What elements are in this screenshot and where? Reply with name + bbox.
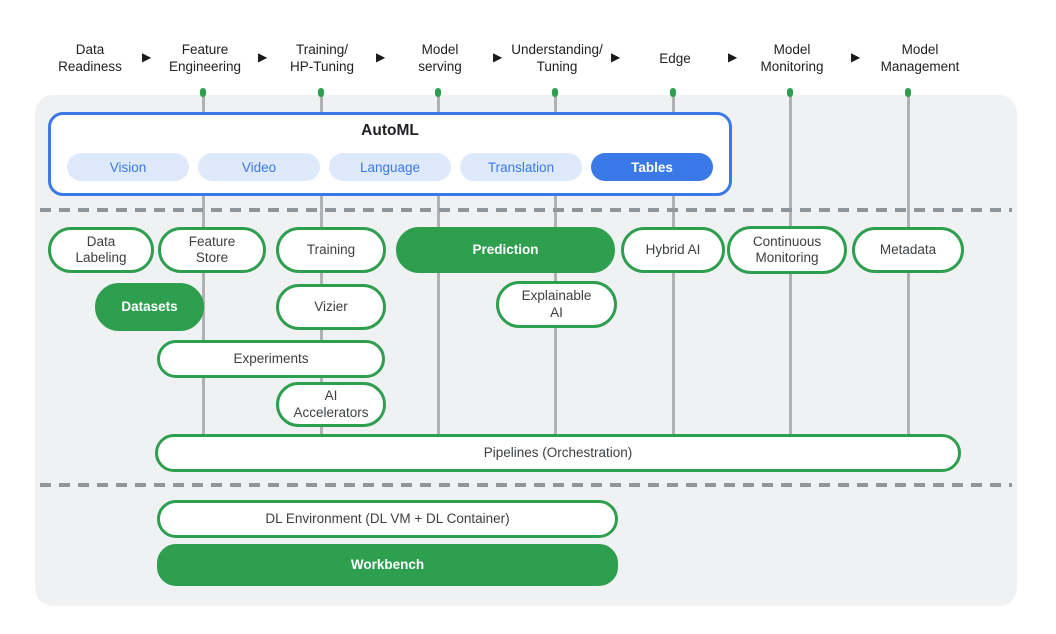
column-line	[554, 96, 557, 452]
automl-chip-tables: Tables	[591, 153, 713, 181]
automl-chip-language: Language	[329, 153, 451, 181]
pill-continuous-monitoring: Continuous Monitoring	[727, 226, 847, 274]
automl-title: AutoML	[361, 122, 419, 139]
pill-dl-environment: DL Environment (DL VM + DL Container)	[157, 500, 618, 538]
stage-label-feature-engineering: Feature Engineering	[168, 42, 242, 74]
column-line	[789, 96, 792, 452]
pill-vizier: Vizier	[276, 284, 386, 330]
stage-label-edge: Edge	[659, 50, 691, 66]
pill-datasets: Datasets	[95, 283, 204, 331]
arrow-right-icon: ▶	[258, 50, 268, 64]
column-dot	[435, 88, 441, 97]
pill-metadata: Metadata	[852, 227, 964, 273]
arrow-right-icon: ▶	[376, 50, 386, 64]
column-line	[672, 96, 675, 452]
pill-data-labeling: Data Labeling	[48, 227, 154, 273]
column-line	[320, 96, 323, 452]
pill-explainable-ai: Explainable AI	[496, 281, 617, 328]
arrow-right-icon: ▶	[728, 50, 738, 64]
arrow-right-icon: ▶	[142, 50, 152, 64]
pill-experiments: Experiments	[157, 340, 385, 378]
pill-ai-accelerators: AI Accelerators	[276, 382, 386, 427]
pill-feature-store: Feature Store	[158, 227, 266, 273]
pill-hybrid-ai: Hybrid AI	[621, 227, 725, 273]
arrow-right-icon: ▶	[851, 50, 861, 64]
automl-chip-row: Vision Video Language Translation Tables	[51, 153, 729, 181]
stage-label-data-readiness: Data Readiness	[58, 42, 122, 74]
dashed-divider	[40, 208, 1012, 212]
stage-label-model-serving: Model serving	[418, 42, 462, 74]
column-line	[202, 96, 205, 452]
dashed-divider	[40, 483, 1012, 487]
arrow-right-icon: ▶	[611, 50, 621, 64]
arrow-right-icon: ▶	[493, 50, 503, 64]
pill-pipelines: Pipelines (Orchestration)	[155, 434, 961, 472]
stage-label-model-monitoring: Model Monitoring	[760, 42, 824, 74]
column-dot	[318, 88, 324, 97]
automl-chip-vision: Vision	[67, 153, 189, 181]
automl-chip-translation: Translation	[460, 153, 582, 181]
stage-label-training-hp-tuning: Training/ HP-Tuning	[289, 42, 355, 74]
pill-training: Training	[276, 227, 386, 273]
column-dot	[200, 88, 206, 97]
column-dot	[905, 88, 911, 97]
column-dot	[552, 88, 558, 97]
automl-chip-video: Video	[198, 153, 320, 181]
pill-prediction: Prediction	[396, 227, 615, 273]
column-dot	[670, 88, 676, 97]
pill-workbench: Workbench	[157, 544, 618, 586]
automl-group: AutoML Vision Video Language Translation…	[48, 112, 732, 196]
column-line	[907, 96, 910, 452]
column-line	[437, 96, 440, 452]
stage-label-model-management: Model Management	[880, 42, 960, 74]
stage-label-understanding-tuning: Understanding/ Tuning	[511, 42, 603, 74]
column-dot	[787, 88, 793, 97]
